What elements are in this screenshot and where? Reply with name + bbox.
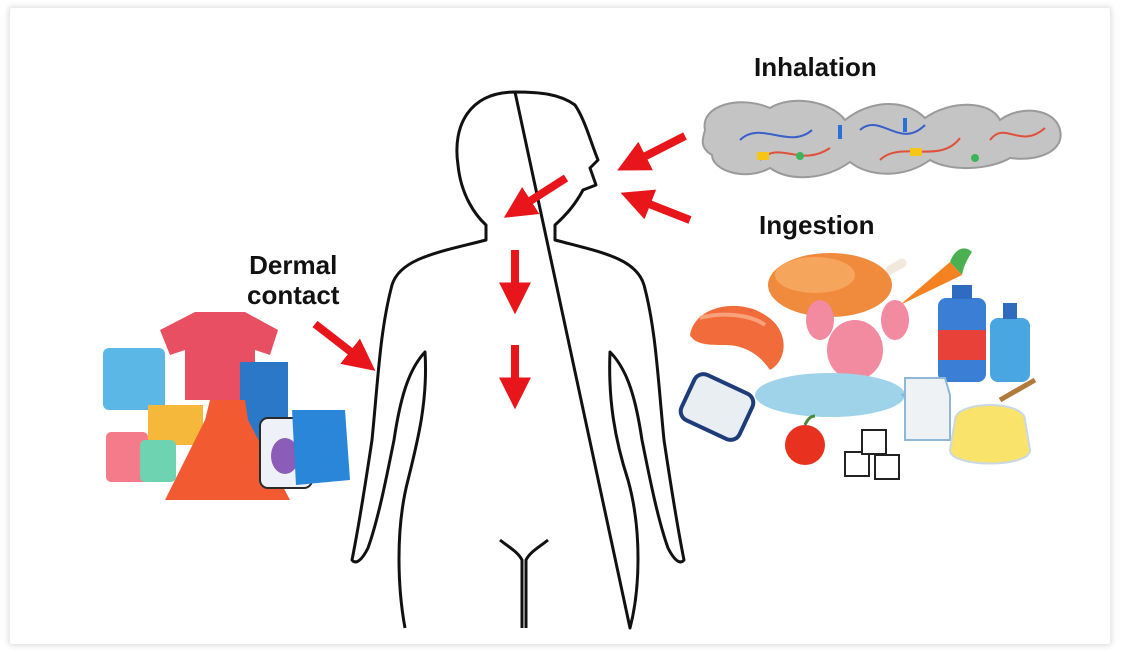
detergent-bag-icon (292, 410, 350, 485)
body-groin-outline (500, 540, 548, 628)
polluted-air-cloud-icon (703, 101, 1061, 177)
fish-icon (755, 373, 930, 417)
dermal-label-line2: contact (247, 280, 339, 310)
shrimp-icon (690, 306, 784, 370)
inhalation-label: Inhalation (754, 52, 877, 82)
honey-jar-icon (950, 380, 1035, 464)
ingestion-label: Ingestion (759, 210, 875, 240)
salt-shaker-icon (677, 371, 756, 443)
dermal-contact-label: Dermal contact (247, 250, 339, 310)
ingestion-food-group (677, 248, 1035, 479)
sugar-cubes-icon (845, 430, 899, 479)
arrow-dermal (315, 324, 364, 362)
jacket-icon (103, 348, 165, 410)
apple-icon (785, 416, 825, 465)
dermal-label-line1: Dermal (247, 250, 339, 280)
arrow-throat (516, 178, 566, 210)
water-bottle-icon (938, 285, 1030, 382)
shorts-icon (148, 405, 203, 445)
arrow-inhalation-upper (630, 136, 685, 164)
arrow-inhalation-lower (634, 198, 690, 220)
milk-carton-icon (905, 378, 950, 440)
dermal-clothing-group (103, 312, 350, 500)
exposure-arrows (315, 136, 690, 395)
